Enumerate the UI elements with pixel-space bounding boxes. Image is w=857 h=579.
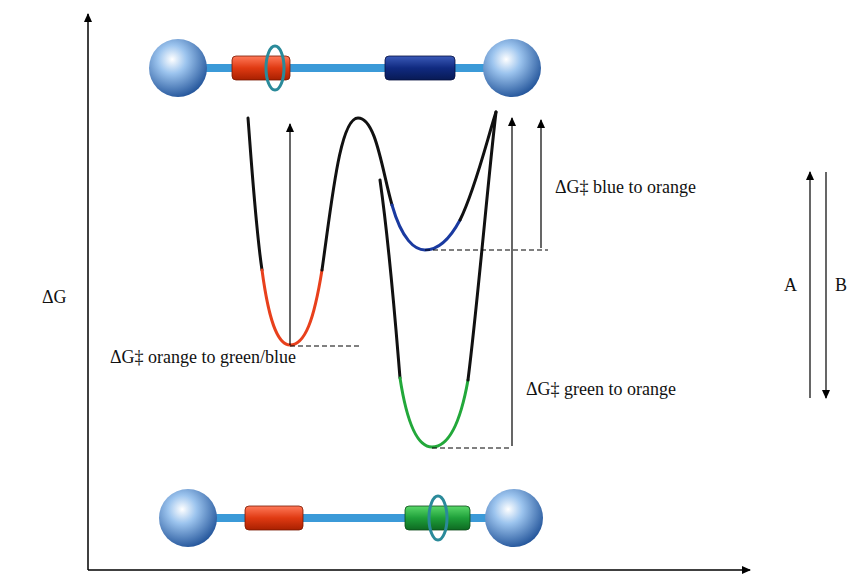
rotaxane-top (149, 39, 541, 97)
barrier-label: ΔG‡ blue to orange (553, 178, 698, 198)
rotaxane-bottom (159, 489, 543, 547)
energy-curve (248, 112, 496, 447)
axis-label: ΔG (40, 288, 69, 308)
barrier-label: ΔG‡ orange to green/blue (108, 348, 298, 368)
barrier-label: ΔG‡ green to orange (524, 380, 678, 400)
arrow-label: B (833, 276, 849, 296)
arrow-label: A (782, 276, 799, 296)
